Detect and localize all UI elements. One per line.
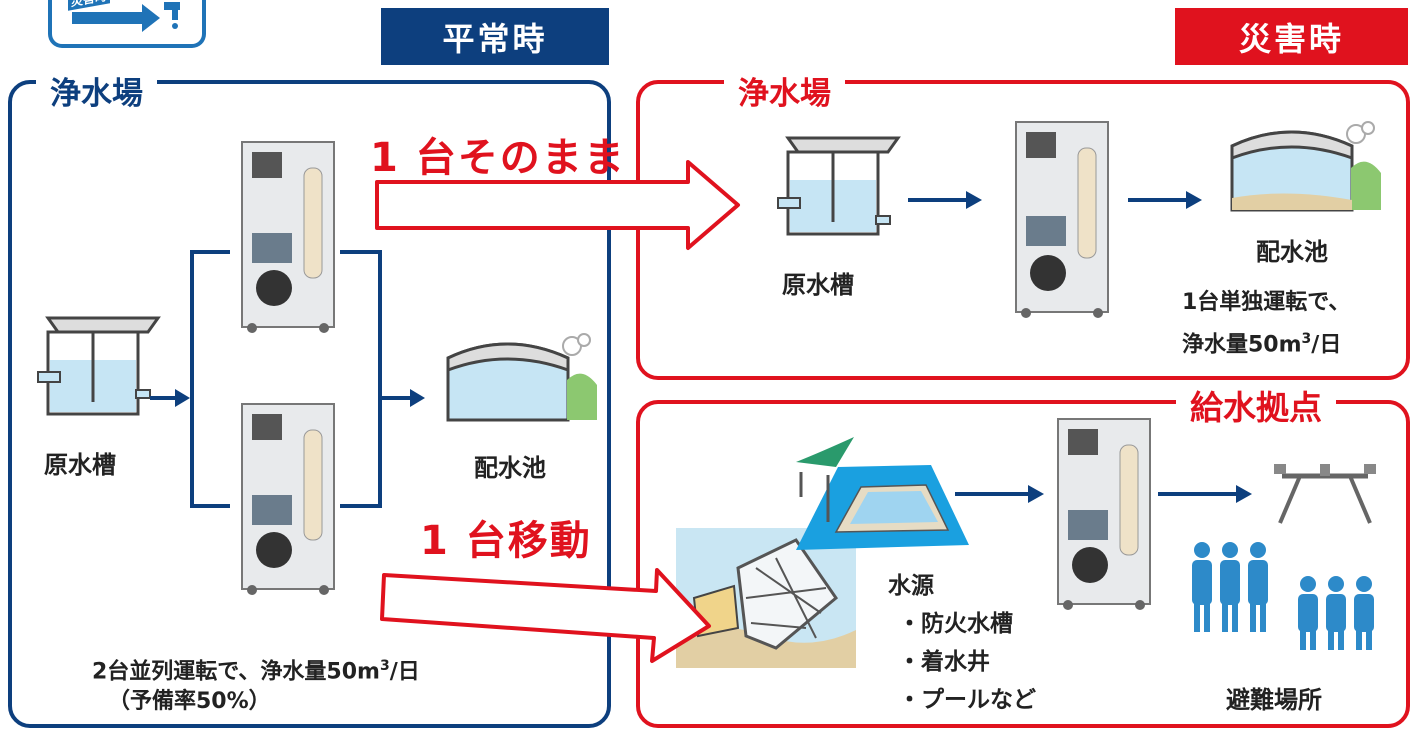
normal-note-text: 2台並列運転で、浄水量50m	[92, 659, 380, 685]
raw-water-tank-icon	[777, 136, 901, 236]
water-source-item: ・防火水槽	[898, 611, 1013, 637]
distribution-tank-icon	[446, 333, 597, 422]
disaster-note-text: 浄水量50m	[1182, 332, 1302, 358]
faucet-icon	[72, 2, 180, 32]
people-icon	[1192, 542, 1374, 650]
disaster-note-sup: 3	[1301, 331, 1312, 347]
disaster-badge-icon: 災害時	[48, 0, 206, 48]
pool-icon	[796, 437, 969, 550]
normal-panel-title: 浄水場	[36, 74, 157, 114]
normal-note-sup: 3	[379, 658, 390, 674]
normal-raw-tank-label: 原水槽	[44, 451, 116, 479]
normal-flow-lines	[150, 250, 425, 508]
water-source-title: 水源	[888, 573, 934, 599]
normal-plant-panel	[8, 80, 611, 728]
move-arrow	[380, 568, 711, 663]
disaster-distribution-tank-label: 配水池	[1256, 238, 1328, 266]
purification-unit-icon	[241, 141, 335, 333]
water-source-item: ・プールなど	[898, 687, 1036, 713]
normal-note-unit: /日	[389, 659, 420, 685]
purification-unit-icon	[241, 403, 335, 595]
normal-capacity-note: 2台並列運転で、浄水量50m3/日	[92, 648, 420, 690]
raw-water-tank-icon	[37, 316, 161, 416]
keep-one-unit-label: 1 台そのまま	[370, 135, 626, 181]
move-one-unit-label: 1 台移動	[420, 518, 592, 564]
purification-unit-icon	[1057, 418, 1151, 610]
disaster-plant-note-2: 浄水量50m3/日	[1182, 321, 1341, 363]
normal-distribution-tank-label: 配水池	[474, 454, 546, 482]
distribution-tank-icon	[1230, 121, 1381, 212]
disaster-note-unit: /日	[1311, 332, 1342, 358]
keep-arrow	[375, 160, 740, 250]
disaster-raw-tank-label: 原水槽	[782, 271, 854, 299]
shelter-label: 避難場所	[1226, 686, 1322, 714]
water-supply-base-panel	[636, 400, 1410, 728]
water-source-item: ・着水井	[898, 649, 990, 675]
purification-unit-icon	[1015, 121, 1109, 318]
faucet-stand-icon	[1274, 464, 1376, 524]
disaster-plant-note-1: 1台単独運転で、	[1182, 290, 1351, 315]
normal-reserve-note: （予備率50%）	[108, 689, 271, 714]
disaster-plant-title: 浄水場	[724, 74, 845, 114]
collapsed-building-icon	[676, 528, 856, 668]
supply-base-title: 給水拠点	[1176, 388, 1336, 428]
disaster-header: 災害時	[1175, 8, 1408, 65]
normal-header: 平常時	[381, 8, 609, 65]
